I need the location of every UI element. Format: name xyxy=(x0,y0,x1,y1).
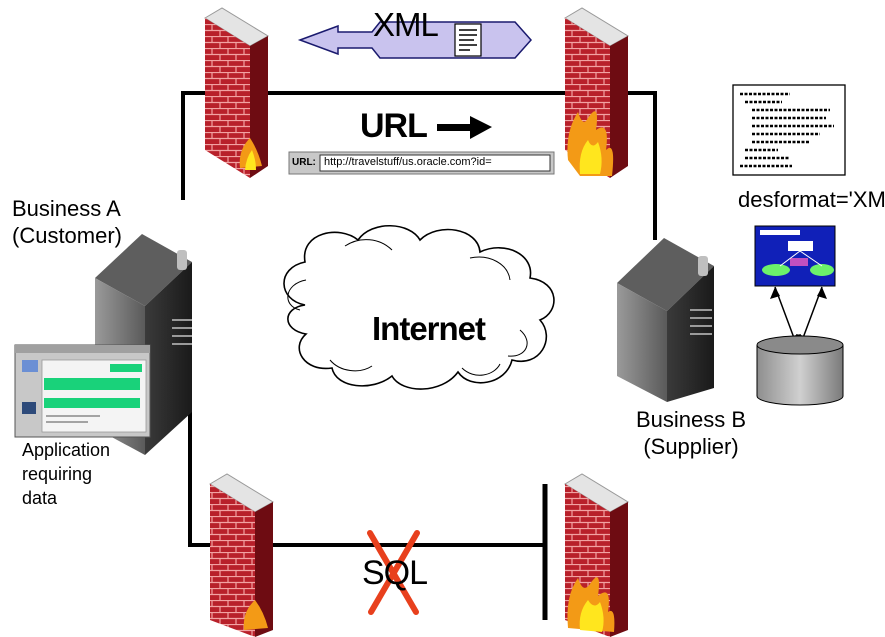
business-b-line1: Business B xyxy=(635,407,747,432)
url-arrow-icon xyxy=(437,116,492,139)
firewall-top-right-icon xyxy=(564,7,629,178)
reports-server-icon xyxy=(754,225,836,287)
database-icon xyxy=(756,335,844,406)
firewall-top-left-icon xyxy=(204,7,269,178)
firewall-bottom-right-icon xyxy=(564,473,629,637)
xml-document-icon xyxy=(732,84,846,176)
internet-cloud-icon xyxy=(283,224,555,390)
url-bar-value: http://travelstuff/us.oracle.com?id= xyxy=(324,156,492,168)
application-line3: data xyxy=(22,488,58,508)
url-bar xyxy=(288,151,555,175)
sql-label: SQL xyxy=(362,554,428,592)
application-label: Application requiring data xyxy=(22,438,110,510)
internet-label: Internet xyxy=(372,310,486,347)
url-label: URL xyxy=(360,107,428,145)
blocked-x-icon xyxy=(367,530,420,615)
business-b-label: Business B (Supplier) xyxy=(626,406,756,460)
application-line1: Application xyxy=(22,440,111,460)
application-line2: requiring xyxy=(22,464,93,484)
business-a-line2: (Customer) xyxy=(12,223,123,248)
xml-label: XML xyxy=(373,6,439,43)
xml-document-icon xyxy=(454,23,482,57)
business-a-line1: Business A xyxy=(12,196,121,221)
network-lines xyxy=(181,91,657,620)
server-business-b-icon xyxy=(617,238,714,402)
business-b-line2: (Supplier) xyxy=(643,434,739,459)
firewall-bottom-left-icon xyxy=(209,473,274,637)
url-bar-label: URL: xyxy=(292,157,316,168)
desformat-label: desformat='XML' xyxy=(738,187,885,212)
business-a-label: Business A (Customer) xyxy=(12,195,122,249)
application-screenshot-icon xyxy=(14,344,151,438)
xml-arrow xyxy=(297,21,533,59)
